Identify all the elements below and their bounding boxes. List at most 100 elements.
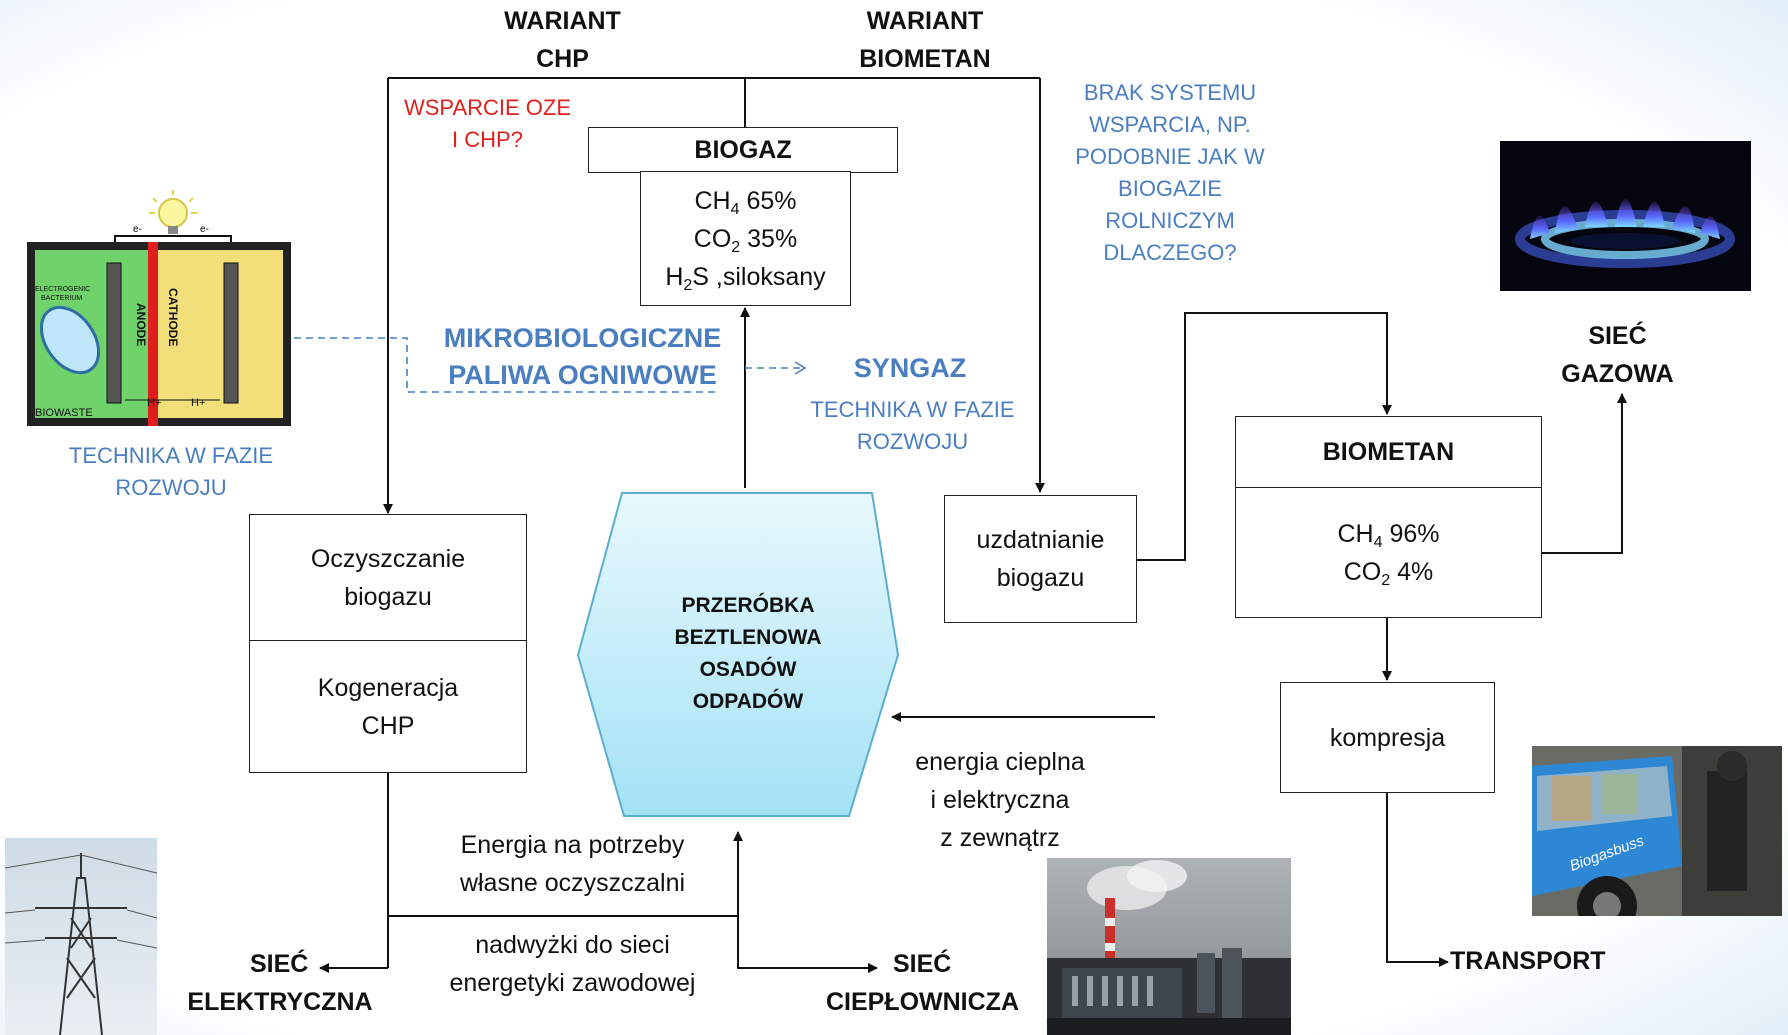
fc-cathode: CATHODE [166, 288, 180, 346]
syngaz-label: SYNGAZ [830, 352, 990, 384]
arrow-to-transport [1386, 792, 1449, 967]
variant-biometan-label: WARIANT BIOMETAN [830, 2, 1020, 78]
biogas-bus-photo: Biogasbuss [1532, 746, 1782, 916]
gas-flame-photo [1500, 141, 1751, 291]
fc-biowaste: BIOWASTE [35, 407, 93, 419]
fc-proton-2: H+ [191, 397, 205, 409]
siec-elektryczna-line1: SIEĆ [250, 950, 309, 978]
biogaz-h2s-value: S ,siloksany [692, 262, 826, 291]
arrow-to-siec-cieplownicza [737, 916, 878, 973]
biogaz-ch4-value: 65% [746, 186, 797, 215]
siec-elektryczna-label: SIEĆ ELEKTRYCZNA [170, 945, 390, 1021]
external-energy-label: energia cieplna i elektryczna z zewnątrz [880, 743, 1120, 857]
siec-cieplownicza-line2: CIEPŁOWNICZA [825, 988, 1020, 1016]
biogaz-co2-value: 35% [747, 224, 798, 253]
hex-line2: BEZTLENOWA [674, 626, 822, 649]
biometan-ch4-value: 96% [1389, 519, 1440, 548]
uzdatnianie-line1: uzdatnianie [976, 526, 1105, 554]
external-energy-line2: i elektryczna [930, 786, 1070, 814]
external-energy-line3: z zewnątrz [940, 824, 1060, 852]
kogeneracja-box: Kogeneracja CHP [249, 640, 527, 773]
oczyszczanie-line2: biogazu [344, 583, 432, 611]
oczyszczanie-box: Oczyszczanie biogazu [249, 514, 527, 642]
fc-electron-1: e- [133, 224, 142, 235]
siec-elektryczna-line2: ELEKTRYCZNA [187, 988, 373, 1016]
fc-bacterium-2: BACTERIUM [41, 295, 82, 302]
uzdatnianie-line2: biogazu [996, 564, 1085, 592]
no-support-line: WSPARCIA, NP. [1089, 112, 1251, 137]
tech-dev-left-line1: TECHNIKA W FAZIE [68, 443, 274, 468]
tech-dev-center-line2: ROZWOJU [856, 429, 969, 454]
no-support-line: PODOBNIE JAK W [1075, 144, 1265, 169]
kogeneracja-line1: Kogeneracja [317, 673, 459, 702]
support-oze-line1: WSPARCIE OZE [403, 95, 572, 120]
kompresja-text: kompresja [1329, 723, 1446, 752]
biogaz-ch4: CH4 65% [694, 186, 797, 218]
biometan-co2: CO2 4% [1343, 557, 1434, 589]
siec-gazowa-label: SIEĆ GAZOWA [1530, 317, 1705, 393]
no-support-line: BIOGAZIE [1118, 176, 1222, 201]
oczyszczanie-line1: Oczyszczanie [310, 545, 466, 573]
power-pylon-photo [5, 838, 157, 1035]
arrow-to-siec-gazowa [1542, 393, 1627, 554]
biometan-title-box: BIOMETAN [1235, 416, 1542, 489]
support-oze-line2: I CHP? [452, 127, 523, 152]
no-support-line: ROLNICZYM [1105, 208, 1235, 233]
mfc-label: MIKROBIOLOGICZNE PALIWA OGNIWOWE [430, 320, 735, 394]
variant-chp-line2: CHP [536, 45, 589, 73]
uzdatnianie-box: uzdatnianie biogazu [944, 495, 1137, 623]
fc-proton-1: H+ [147, 397, 161, 409]
transport-label: TRANSPORT [1450, 942, 1630, 980]
fc-anode: ANODE [134, 303, 148, 346]
tech-dev-center-line1: TECHNIKA W FAZIE [810, 397, 1015, 422]
biogaz-composition-box: CH4 65% CO2 35% H2S ,siloksany [640, 171, 851, 306]
kogeneracja-line2: CHP [361, 711, 415, 740]
energy-own-line1: Energia na potrzeby [460, 831, 685, 859]
syngaz-text: SYNGAZ [853, 353, 967, 383]
biogaz-title-box: BIOGAZ [588, 127, 898, 173]
variant-chp-line1: WARIANT [504, 7, 621, 35]
biometan-title: BIOMETAN [1322, 438, 1455, 466]
hex-label: PRZERÓBKA BEZTLENOWA OSADÓW ODPADÓW [620, 590, 876, 718]
no-support-note: BRAK SYSTEMU WSPARCIA, NP. PODOBNIE JAK … [1050, 77, 1290, 269]
surplus-line1: nadwyżki do sieci [475, 931, 670, 959]
variant-chp-label: WARIANT CHP [470, 2, 655, 78]
no-support-line: BRAK SYSTEMU [1083, 80, 1257, 105]
variant-biometan-line1: WARIANT [866, 7, 984, 35]
surplus-label: nadwyżki do sieci energetyki zawodowej [415, 926, 730, 1002]
mfc-line2: PALIWA OGNIWOWE [448, 360, 717, 390]
transport-text: TRANSPORT [1450, 947, 1606, 975]
fc-electron-2: e- [200, 224, 209, 235]
biogaz-h2s: H2S ,siloksany [665, 262, 826, 294]
kompresja-box: kompresja [1280, 682, 1495, 793]
tech-dev-left-line2: ROZWOJU [115, 475, 227, 500]
siec-gazowa-line1: SIEĆ [1588, 322, 1647, 350]
hex-line1: PRZERÓBKA [681, 594, 815, 617]
tech-dev-left-note: TECHNIKA W FAZIE ROZWOJU [52, 440, 290, 504]
support-oze-note: WSPARCIE OZE I CHP? [395, 92, 580, 156]
dashed-arrow-to-fuel-cell [269, 331, 715, 393]
biometan-ch4: CH4 96% [1337, 519, 1440, 551]
variant-biometan-line2: BIOMETAN [859, 45, 991, 73]
biogaz-co2: CO2 35% [693, 224, 798, 256]
fuel-cell-illustration: e- e- ELECTROGENIC BACTERIUM BIOWASTE AN… [25, 188, 293, 428]
siec-gazowa-line2: GAZOWA [1561, 360, 1674, 388]
hex-line4: ODPADÓW [692, 690, 804, 713]
biometan-composition-box: CH4 96% CO2 4% [1235, 487, 1542, 618]
energy-own-label: Energia na potrzeby własne oczyszczalni [425, 826, 720, 902]
siec-cieplownicza-label: SIEĆ CIEPŁOWNICZA [815, 945, 1030, 1021]
hex-line3: OSADÓW [699, 658, 797, 681]
heat-plant-photo [1047, 858, 1291, 1035]
energy-own-line2: własne oczyszczalni [459, 869, 686, 897]
biometan-co2-value: 4% [1397, 557, 1434, 586]
siec-cieplownicza-line1: SIEĆ [893, 950, 952, 978]
fc-bacterium-1: ELECTROGENIC [35, 286, 90, 293]
biogaz-title: BIOGAZ [694, 135, 792, 164]
no-support-line: DLACZEGO? [1103, 240, 1237, 265]
surplus-line2: energetyki zawodowej [449, 969, 696, 997]
hex-shape [576, 492, 900, 817]
arrow-uzdatnianie-to-biometan [1136, 312, 1392, 561]
mfc-line1: MIKROBIOLOGICZNE [443, 323, 722, 353]
external-energy-line1: energia cieplna [915, 748, 1085, 776]
